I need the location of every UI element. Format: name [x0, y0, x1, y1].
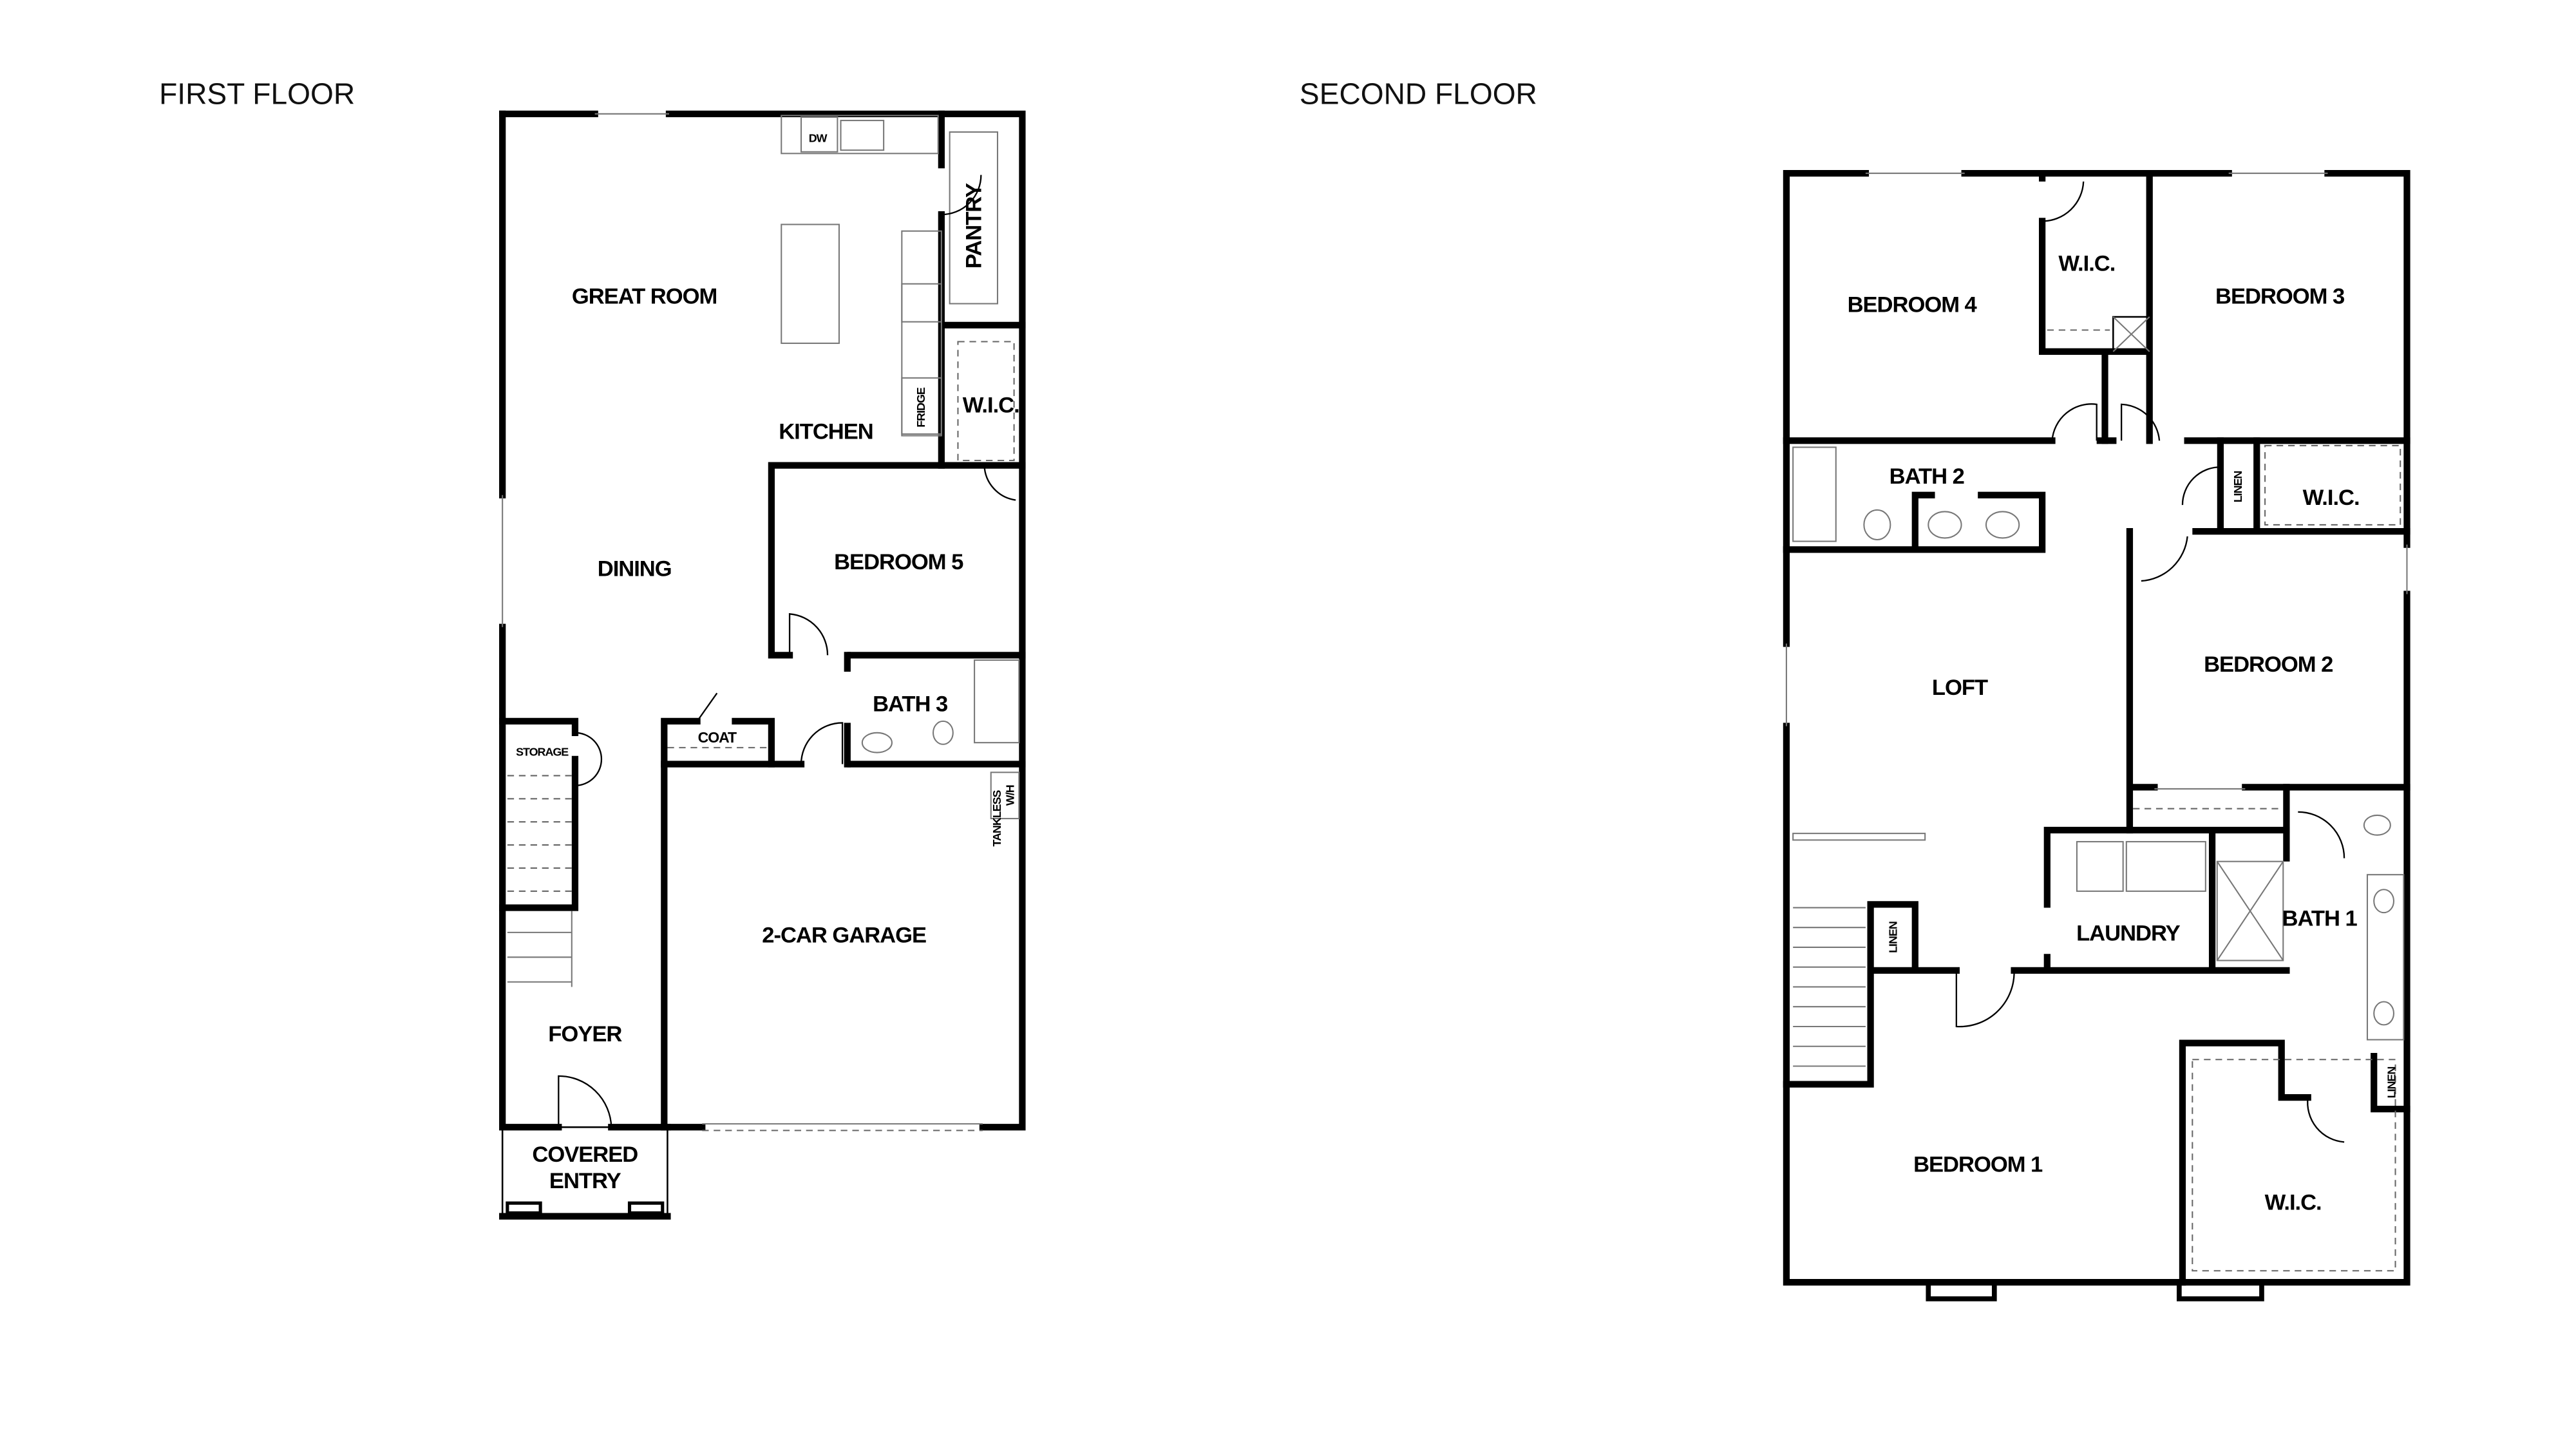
room-label-great-room: GREAT ROOM: [572, 285, 717, 309]
staircase: [1793, 907, 1866, 1067]
room-label-dining: DINING: [598, 556, 672, 581]
room-label-covered-entry: COVERED: [532, 1142, 638, 1167]
fridge-label: FRIDGE: [914, 387, 927, 428]
room-label-wic-master: W.I.C.: [2265, 1190, 2322, 1215]
fridge: [901, 377, 942, 435]
dishwasher-label: DW: [809, 131, 828, 144]
room-label-wic-top: W.I.C.: [2058, 251, 2115, 276]
room-label-wic-right: W.I.C.: [2303, 486, 2360, 510]
room-label-linen-top: LINEN: [2231, 471, 2244, 503]
water-heater-label: W/H: [1004, 785, 1017, 806]
room-label-bedroom-1: BEDROOM 1: [1913, 1152, 2043, 1177]
room-label-coat: COAT: [698, 729, 737, 746]
room-label-laundry: LAUNDRY: [2076, 922, 2181, 946]
room-label-loft: LOFT: [1932, 676, 1988, 700]
room-label-bedroom-3: BEDROOM 3: [2215, 285, 2344, 309]
second-floor-title: SECOND FLOOR: [1300, 77, 1537, 110]
first-floor-plan: DW FRIDGE TANKLESS W/H: [499, 110, 1026, 1220]
kitchen-island: [781, 223, 840, 345]
room-label-bedroom-5: BEDROOM 5: [834, 550, 963, 574]
room-label-kitchen: KITCHEN: [779, 420, 873, 444]
room-label-linen-bath-1: LINEN: [2385, 1067, 2398, 1099]
room-label-covered-entry-line2: ENTRY: [549, 1169, 621, 1193]
shower: [2216, 860, 2284, 961]
room-label-pantry: PANTRY: [961, 183, 986, 269]
room-label-wic: W.I.C.: [963, 393, 1019, 418]
range-icon: [901, 283, 942, 323]
room-label-garage: 2-CAR GARAGE: [762, 923, 926, 947]
second-floor-plan: BEDROOM 4 W.I.C. BEDROOM 3 BATH 2 LINEN …: [1783, 169, 2410, 1302]
tankless-label: TANKLESS: [990, 790, 1003, 846]
room-label-storage: STORAGE: [516, 746, 569, 759]
first-floor-title: FIRST FLOOR: [159, 77, 355, 110]
staircase: [507, 911, 573, 987]
room-label-bath-2: BATH 2: [1889, 464, 1964, 489]
room-label-linen-stair: LINEN: [1887, 922, 1900, 953]
room-label-bath-1: BATH 1: [2282, 907, 2358, 931]
room-label-bedroom-4: BEDROOM 4: [1848, 292, 1978, 317]
room-label-foyer: FOYER: [548, 1022, 622, 1046]
room-label-bath-3: BATH 3: [873, 692, 947, 716]
room-label-bedroom-2: BEDROOM 2: [2204, 652, 2333, 677]
